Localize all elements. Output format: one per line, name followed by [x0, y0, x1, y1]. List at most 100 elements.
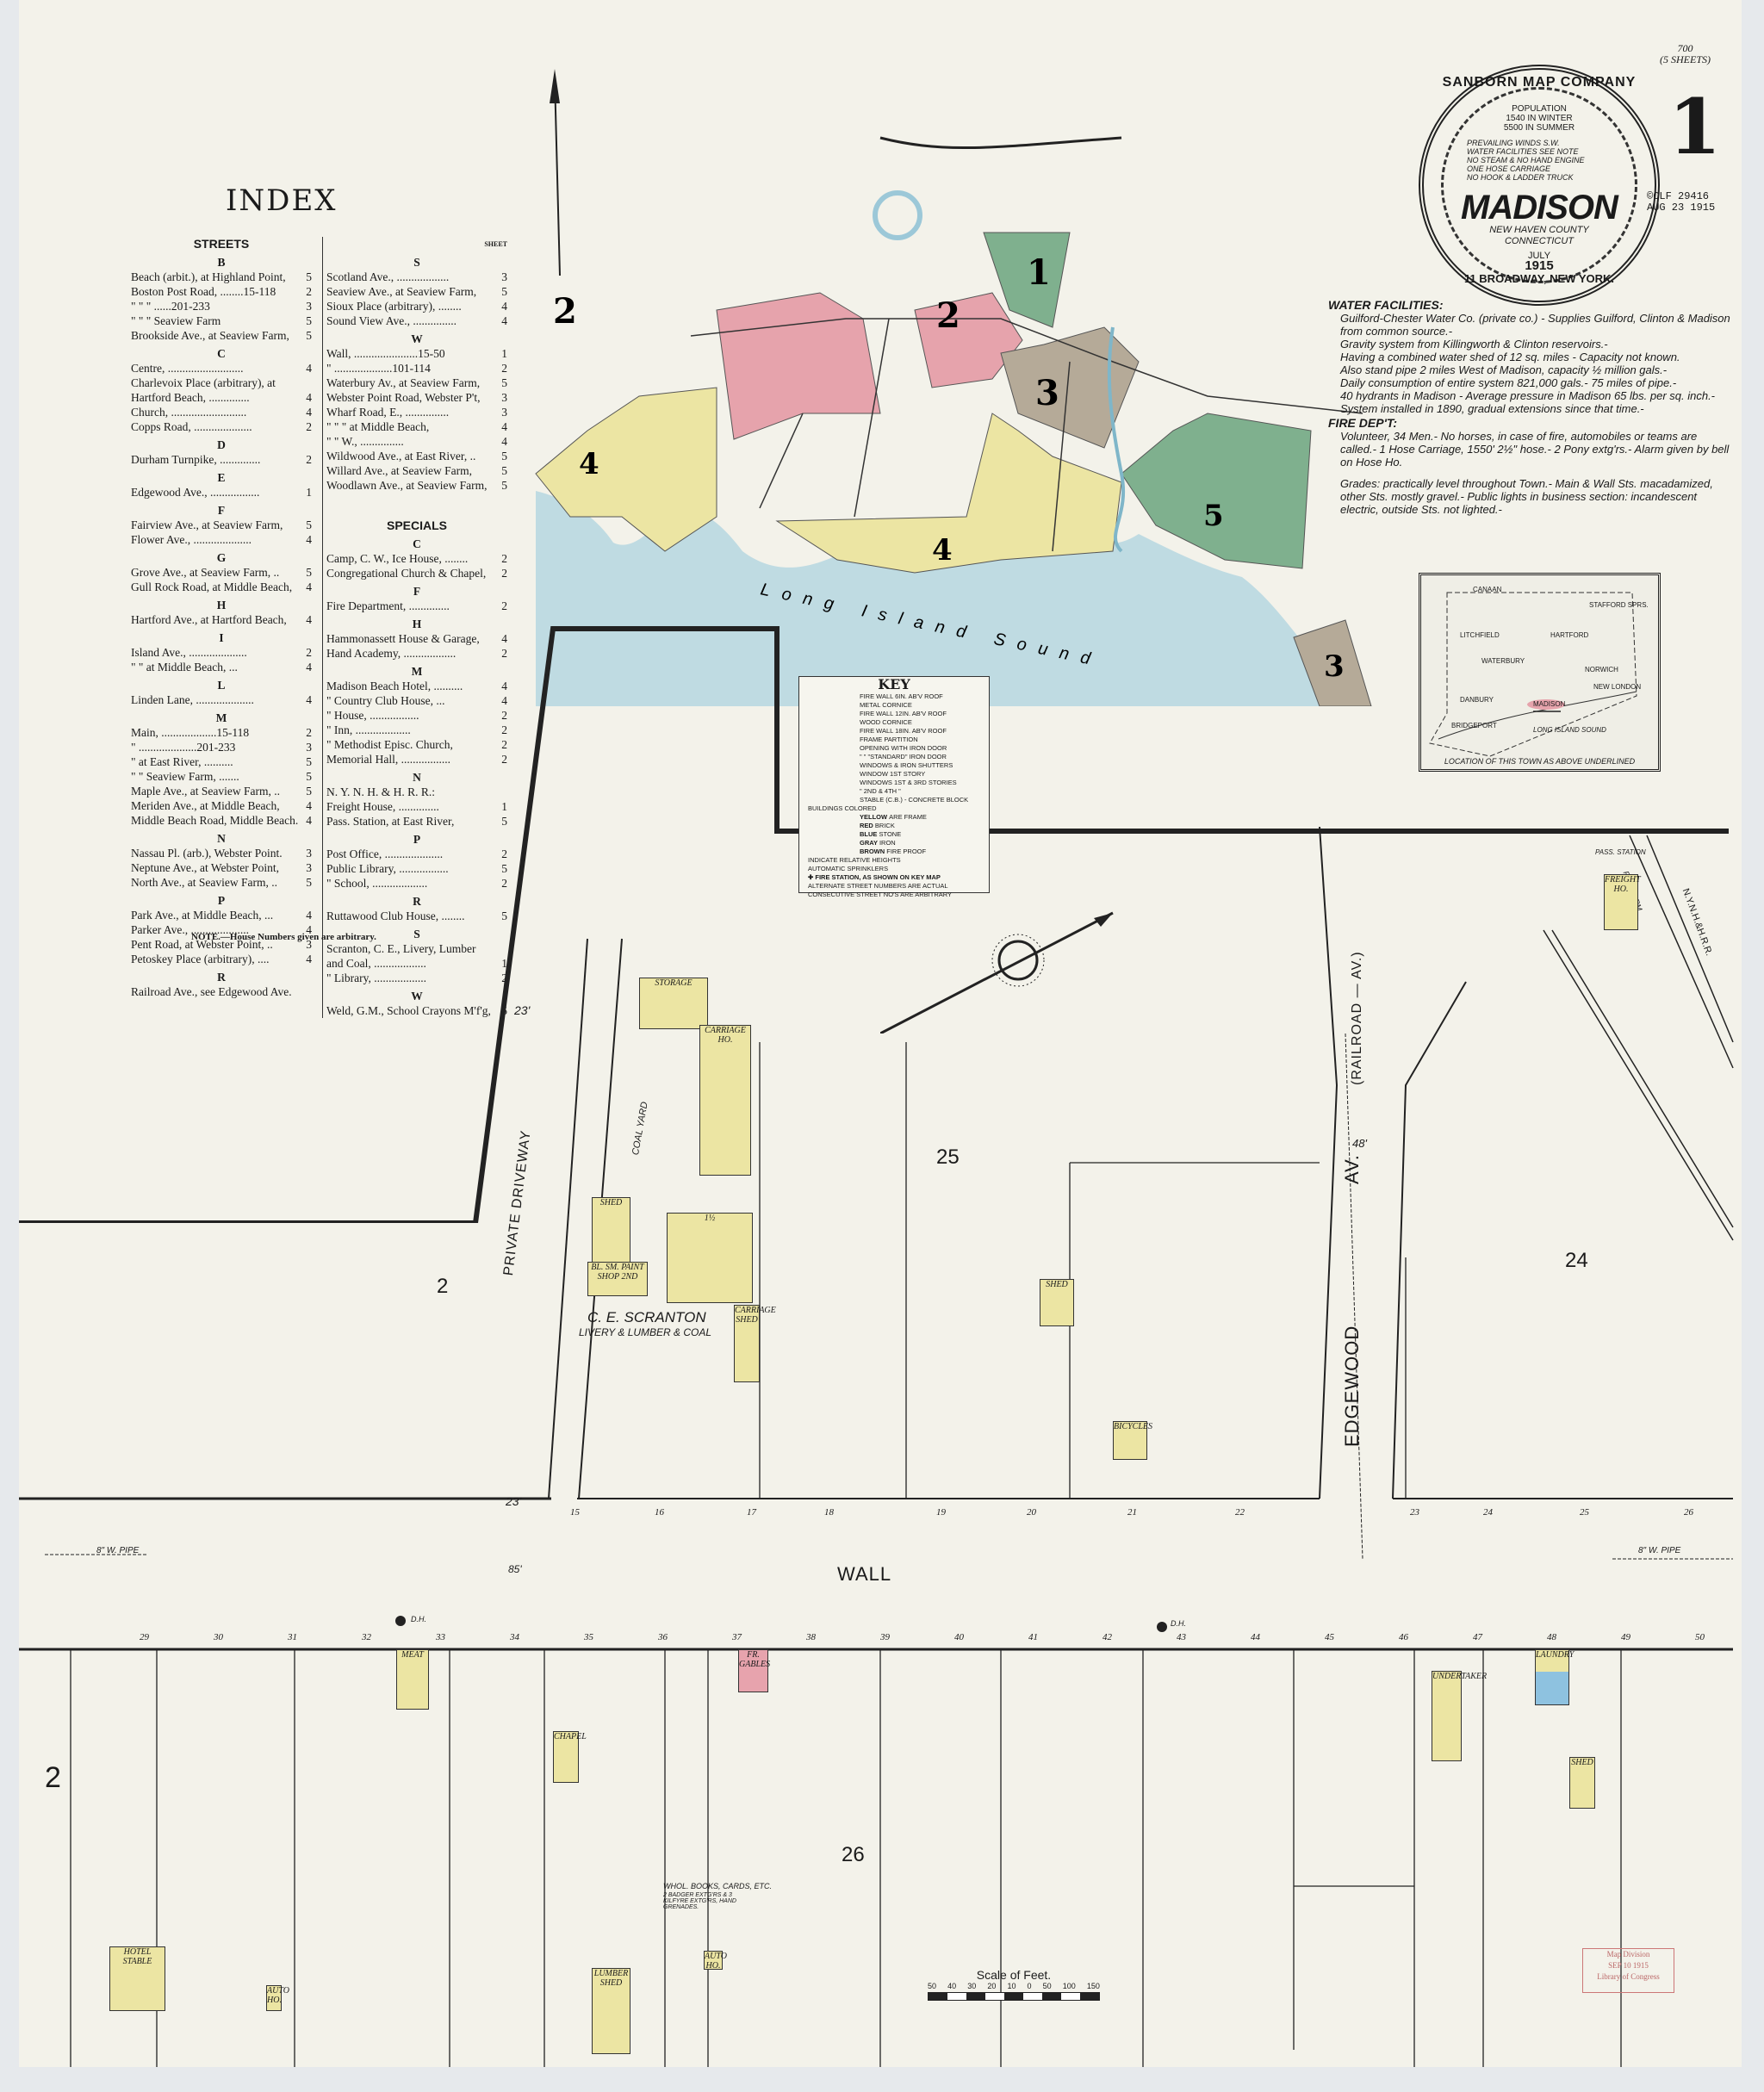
- legend-item: STABLE (C.B.) - CONCRETE BLOCK: [860, 796, 969, 804]
- water-line: Daily consumption of entire system 821,0…: [1340, 376, 1677, 389]
- index-entry: Post Office, ....................2: [326, 847, 507, 861]
- street-width: 23': [506, 1494, 522, 1508]
- index-entry: North Ave., at Seaview Farm, ..5: [131, 875, 312, 890]
- sheet-count-note: 700: [1677, 42, 1693, 54]
- index-entry-sheet: 2: [501, 877, 507, 890]
- index-entry-name: " " " at Middle Beach,: [326, 420, 430, 433]
- street-label-edgewood-av: AV.: [1341, 1154, 1363, 1184]
- inset-place: NEW LONDON: [1593, 683, 1642, 691]
- index-entry: Fairview Ave., at Seaview Farm,5: [131, 518, 312, 532]
- lot-number: 43: [1177, 1632, 1186, 1642]
- index-entry-name: Hartford Beach, ..............: [131, 391, 250, 404]
- index-entry-sheet: 2: [501, 599, 507, 612]
- index-entry: Church, ..........................4: [131, 405, 312, 419]
- index-letter: D: [217, 438, 226, 451]
- index-entry-sheet: 4: [306, 613, 312, 626]
- sheet-count-label: (5 SHEETS): [1660, 53, 1711, 65]
- index-entry-name: " ....................201-233: [131, 741, 236, 754]
- index-letter: E: [217, 471, 226, 484]
- index-entry-sheet: 4: [306, 693, 312, 706]
- index-entry: " House, .................2: [326, 708, 507, 723]
- inset-place: MADISON: [1533, 700, 1566, 708]
- index-entry-name: Nassau Pl. (arb.), Webster Point.: [131, 847, 283, 860]
- index-entry-name: " Library, ..................: [326, 972, 426, 984]
- lot-number: 16: [655, 1507, 664, 1518]
- water-line: 40 hydrants in Madison - Average pressur…: [1340, 389, 1716, 415]
- received-stamp: Map Division SEP 10 1915 Library of Cong…: [1582, 1948, 1674, 1993]
- index-entry-sheet: 4: [306, 362, 312, 375]
- lot-number: 40: [954, 1632, 964, 1642]
- inset-place: LITCHFIELD: [1460, 631, 1500, 639]
- index-entry-name: Island Ave., ....................: [131, 646, 247, 659]
- legend-title: KEY: [878, 676, 910, 692]
- index-entry-sheet: 2: [501, 362, 507, 375]
- index-letter: G: [216, 551, 227, 564]
- lot-number: 41: [1028, 1632, 1038, 1642]
- index-entry-sheet: 2: [501, 647, 507, 660]
- index-entry: " " at Middle Beach, ...4: [131, 660, 312, 674]
- index-entry-sheet: 5: [306, 755, 312, 768]
- lot-number: 25: [1580, 1507, 1589, 1518]
- legend-item: WINDOW 1ST STORY: [860, 770, 926, 778]
- index-letter: W: [411, 990, 423, 1003]
- lot-number: 22: [1235, 1507, 1245, 1518]
- index-letter: N: [217, 832, 226, 845]
- legend-item: " " "STANDARD" IRON DOOR: [860, 753, 947, 760]
- inset-place: HARTFORD: [1550, 631, 1589, 639]
- index-entry: Gull Rock Road, at Middle Beach,4: [131, 580, 312, 594]
- index-entry-name: " Country Club House, ...: [326, 694, 445, 707]
- legend-item: FIRE WALL 18IN. AB'V ROOF: [860, 727, 947, 735]
- index-letter: P: [413, 833, 421, 846]
- index-entry-sheet: 1: [501, 800, 507, 813]
- index-entry: Memorial Hall, .................2: [326, 752, 507, 767]
- received-stamp-line: Library of Congress: [1597, 1972, 1660, 1981]
- index-entry: " " W., ...............4: [326, 434, 507, 449]
- index-entry: Scotland Ave., ..................3: [326, 270, 507, 284]
- seal-note: NO STEAM & NO HAND ENGINE: [1467, 156, 1585, 165]
- legend-heights: INDICATE RELATIVE HEIGHTS: [808, 856, 901, 864]
- index-entry-name: Willard Ave., at Seaview Farm,: [326, 464, 473, 477]
- inset-place: CANAAN: [1473, 586, 1502, 593]
- index-entry-sheet: 3: [501, 270, 507, 283]
- legend-color-row: RED BRICK: [808, 822, 989, 830]
- index-entry-name: Sioux Place (arbitrary), ........: [326, 300, 462, 313]
- county: NEW HAVEN COUNTY: [1489, 225, 1589, 235]
- index-entry: Webster Point Road, Webster P't,3: [326, 390, 507, 405]
- scale-bar-graphic: [928, 1992, 1100, 2001]
- index-letter: B: [217, 256, 226, 269]
- railroad-line: [879, 136, 1122, 150]
- index-entry-sheet: 2: [501, 847, 507, 860]
- index-entry: Hand Academy, ..................2: [326, 646, 507, 661]
- lot-number: 17: [747, 1507, 756, 1518]
- index-entry-name: Wall, ......................15-50: [326, 347, 445, 360]
- key-map: 2 2 1 3 4 4 5 3 Long Island Sound: [535, 69, 1372, 706]
- publisher-name: SANBORN MAP COMPANY: [1442, 75, 1637, 90]
- block-number: 2: [45, 1761, 61, 1794]
- street-width: 48': [1352, 1137, 1367, 1150]
- fire-dept-title: FIRE DEP'T:: [1328, 416, 1398, 430]
- building: SHED: [1569, 1757, 1595, 1809]
- index-letter: C: [413, 537, 421, 550]
- index-entry: Hartford Ave., at Hartford Beach,4: [131, 612, 312, 627]
- index-entry-name: Grove Ave., at Seaview Farm, ..: [131, 566, 280, 579]
- index-entry: Public Library, .................5: [326, 861, 507, 876]
- index-entry: " Methodist Episc. Church,2: [326, 737, 507, 752]
- scranton-desc: LIVERY & LUMBER & COAL: [579, 1326, 712, 1338]
- water-facilities-title: WATER FACILITIES:: [1328, 298, 1444, 312]
- index-entry-name: Parker Ave., ....................: [131, 923, 249, 936]
- inset-place: WATERBURY: [1481, 657, 1525, 665]
- index-letter: R: [217, 971, 226, 984]
- index-entry: Willard Ave., at Seaview Farm,5: [326, 463, 507, 478]
- index-entry-name: Hammonassett House & Garage,: [326, 632, 480, 645]
- index-entry: Grove Ave., at Seaview Farm, ..5: [131, 565, 312, 580]
- block-number: 26: [842, 1843, 865, 1866]
- lot-number: 30: [214, 1632, 223, 1642]
- index-entry: Middle Beach Road, Middle Beach.4: [131, 813, 312, 828]
